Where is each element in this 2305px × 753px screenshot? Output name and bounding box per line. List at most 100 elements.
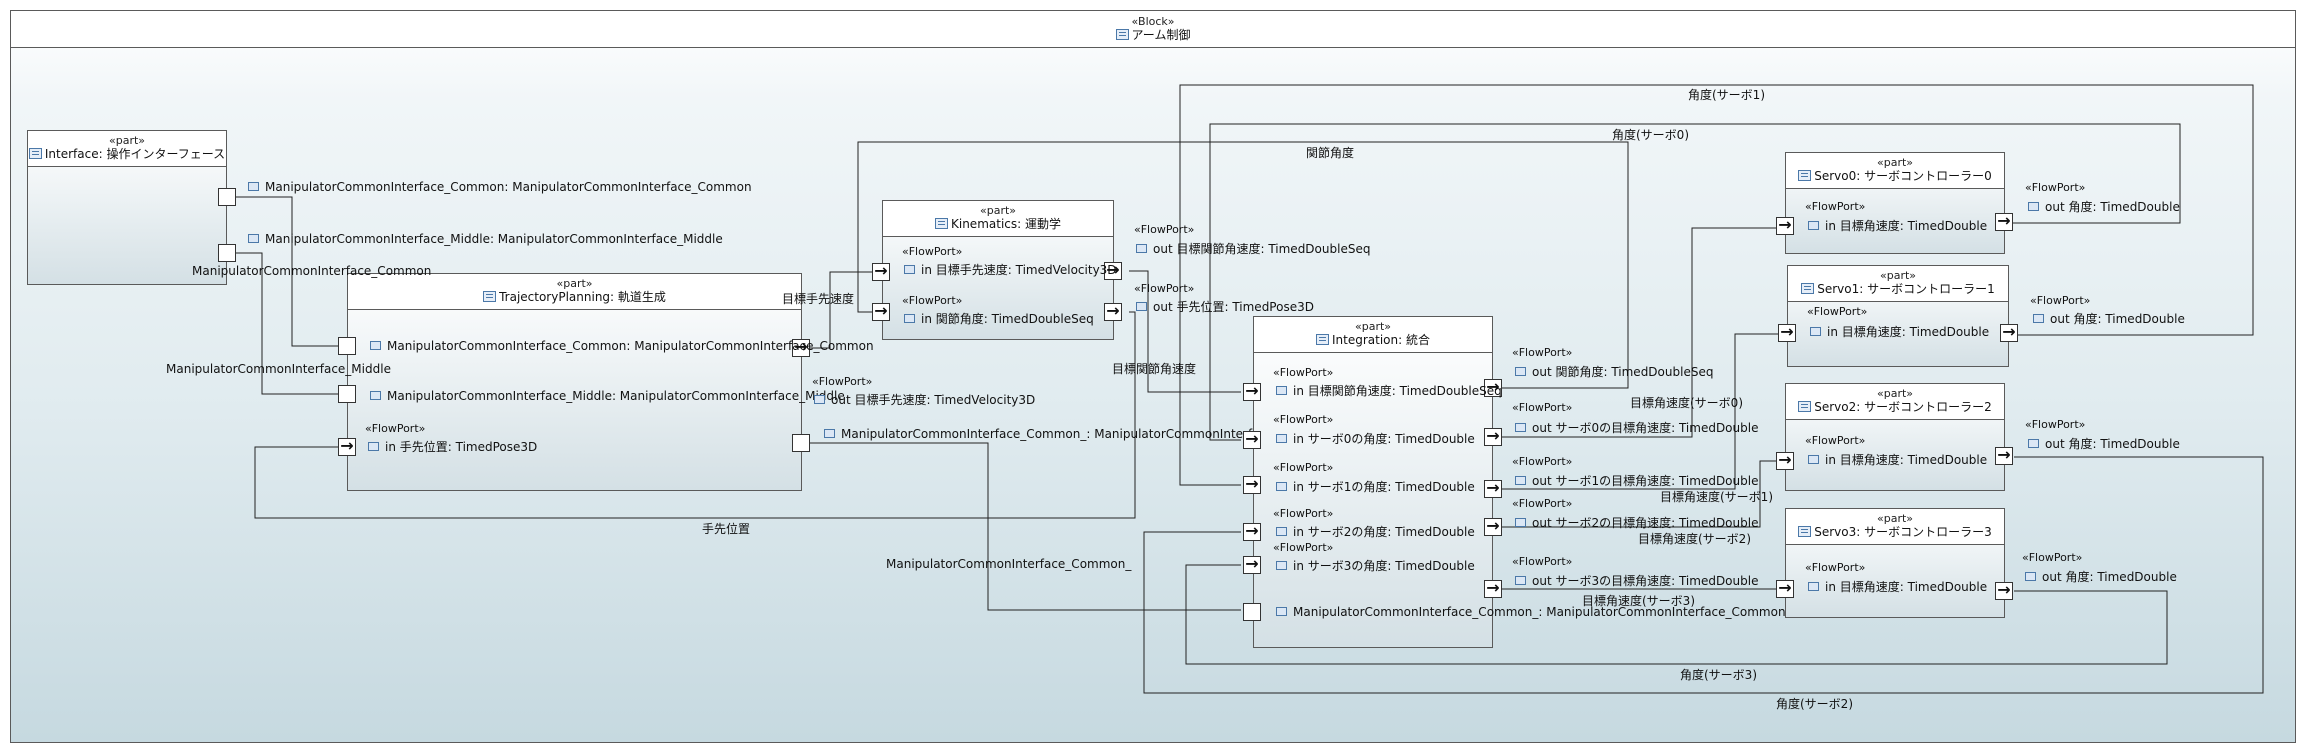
connector-label: 角度(サーボ1) xyxy=(1688,88,1765,102)
flowport-stereotype: «FlowPort» xyxy=(1273,461,1334,474)
port-if-middle[interactable] xyxy=(218,244,236,262)
block-header[interactable]: «Block» アーム制御 xyxy=(11,11,2295,48)
port-kin-out-pose[interactable] xyxy=(1104,300,1122,322)
port-int-in-s0[interactable] xyxy=(1243,428,1261,450)
part-stereotype: «part» xyxy=(556,277,593,290)
port-tp-middle[interactable] xyxy=(338,385,356,403)
flowport-stereotype: «FlowPort» xyxy=(902,245,963,258)
port-label: in サーボ2の角度: TimedDouble xyxy=(1293,525,1475,539)
flowport-stereotype: «FlowPort» xyxy=(1134,282,1195,295)
part-name: Servo3: サーボコントローラー3 xyxy=(1814,525,1992,539)
connector-label: 角度(サーボ3) xyxy=(1680,668,1757,682)
port-icon xyxy=(1515,576,1526,585)
port-label: out 角度: TimedDouble xyxy=(2050,312,2185,326)
port-icon xyxy=(1276,561,1287,570)
port-servo0-out[interactable] xyxy=(1995,210,2013,232)
part-name: Kinematics: 運動学 xyxy=(951,217,1061,231)
port-tp-common-[interactable] xyxy=(792,434,810,452)
port-if-common[interactable] xyxy=(218,188,236,206)
flowport-stereotype: «FlowPort» xyxy=(1805,434,1866,447)
port-icon xyxy=(1808,582,1819,591)
part-trajectory[interactable]: «part» TrajectoryPlanning: 軌道生成 xyxy=(347,273,802,491)
port-int-out-s0[interactable] xyxy=(1484,425,1502,447)
port-label: in サーボ1の角度: TimedDouble xyxy=(1293,480,1475,494)
block-stereotype: «Block» xyxy=(1131,15,1175,28)
port-int-in-s3[interactable] xyxy=(1243,553,1261,575)
port-servo1-out[interactable] xyxy=(2000,321,2018,343)
connector-label: ManipulatorCommonInterface_Common xyxy=(192,264,432,278)
port-tp-in-pose[interactable] xyxy=(338,435,356,457)
part-name: Interface: 操作インターフェース xyxy=(44,147,226,161)
connector-if-common xyxy=(236,196,340,347)
connector-label: 関節角度 xyxy=(1306,146,1355,160)
connector-label: 目標角速度(サーボ2) xyxy=(1638,532,1751,546)
connector-jangle xyxy=(857,141,1629,389)
port-icon xyxy=(248,182,259,191)
port-label: out 目標関節角速度: TimedDoubleSeq xyxy=(1153,242,1371,256)
part-interface[interactable]: «part» Interface: 操作インターフェース xyxy=(27,130,227,285)
port-servo2-out[interactable] xyxy=(1995,444,2013,466)
port-icon xyxy=(2028,202,2039,211)
connector-s2-angle xyxy=(1143,456,2264,694)
part-name: Integration: 統合 xyxy=(1332,333,1430,347)
flowport-stereotype: «FlowPort» xyxy=(1273,507,1334,520)
port-label: ManipulatorCommonInterface_Middle: Manip… xyxy=(265,232,723,246)
flowport-stereotype: «FlowPort» xyxy=(902,294,963,307)
port-icon xyxy=(1276,434,1287,443)
flowport-stereotype: «FlowPort» xyxy=(2022,551,2083,564)
port-kin-in-angle[interactable] xyxy=(872,300,890,322)
port-servo2-in[interactable] xyxy=(1776,449,1794,471)
port-int-out-s1[interactable] xyxy=(1484,477,1502,499)
port-int-in-s1[interactable] xyxy=(1243,473,1261,495)
port-icon xyxy=(1810,327,1821,336)
connector-s0-vel xyxy=(1502,227,1786,438)
port-kin-in-vel[interactable] xyxy=(872,260,890,282)
port-label: out サーボ3の目標角速度: TimedDouble xyxy=(1532,574,1759,588)
part-icon xyxy=(28,148,42,159)
block-title: アーム制御 xyxy=(1131,28,1191,42)
port-servo1-in[interactable] xyxy=(1778,321,1796,343)
part-name: TrajectoryPlanning: 軌道生成 xyxy=(499,290,666,304)
connector-s0-angle xyxy=(1209,123,2181,441)
part-name: Servo0: サーボコントローラー0 xyxy=(1814,169,1992,183)
port-int-in-jvel[interactable] xyxy=(1243,380,1261,402)
port-int-out-angle[interactable] xyxy=(1484,376,1502,398)
part-name: Servo2: サーボコントローラー2 xyxy=(1814,400,1992,414)
port-kin-out-jvel[interactable] xyxy=(1104,259,1122,281)
part-icon xyxy=(1798,526,1812,537)
connector-label: 目標角速度(サーボ0) xyxy=(1630,396,1743,410)
port-icon xyxy=(2025,572,2036,581)
port-label: ManipulatorCommonInterface_Common: Manip… xyxy=(387,339,874,353)
port-label: out 手先位置: TimedPose3D xyxy=(1153,300,1314,314)
port-icon xyxy=(2028,439,2039,448)
part-servo3[interactable]: «part» Servo3: サーボコントローラー3 xyxy=(1785,508,2005,618)
part-icon xyxy=(483,291,497,302)
port-icon xyxy=(824,429,835,438)
port-label: in 目標角速度: TimedDouble xyxy=(1825,580,1988,594)
port-int-out-s2[interactable] xyxy=(1484,515,1502,537)
port-label: out 角度: TimedDouble xyxy=(2045,200,2180,214)
port-int-common-[interactable] xyxy=(1243,603,1261,621)
part-stereotype: «part» xyxy=(979,204,1017,217)
part-kinematics[interactable]: «part» Kinematics: 運動学 xyxy=(882,200,1114,340)
port-int-in-s2[interactable] xyxy=(1243,520,1261,542)
flowport-stereotype: «FlowPort» xyxy=(2025,181,2086,194)
port-label: in サーボ3の角度: TimedDouble xyxy=(1293,559,1475,573)
port-servo0-in[interactable] xyxy=(1776,214,1794,236)
connector-vel xyxy=(810,271,872,349)
port-int-out-s3[interactable] xyxy=(1484,577,1502,599)
port-icon xyxy=(904,265,915,274)
port-label: in サーボ0の角度: TimedDouble xyxy=(1293,432,1475,446)
port-servo3-out[interactable] xyxy=(1995,579,2013,601)
part-servo0[interactable]: «part» Servo0: サーボコントローラー0 xyxy=(1785,152,2005,254)
port-icon xyxy=(814,395,825,404)
port-tp-out-vel[interactable] xyxy=(792,336,810,358)
port-tp-common[interactable] xyxy=(338,337,356,355)
part-integration[interactable]: «part» Integration: 統合 xyxy=(1253,316,1493,648)
part-servo2[interactable]: «part» Servo2: サーボコントローラー2 xyxy=(1785,383,2005,491)
part-servo1[interactable]: «part» Servo1: サーボコントローラー1 xyxy=(1787,265,2009,367)
port-label: out サーボ0の目標角速度: TimedDouble xyxy=(1532,421,1759,435)
port-servo3-in[interactable] xyxy=(1776,577,1794,599)
connector-s1-vel xyxy=(1502,333,1786,490)
